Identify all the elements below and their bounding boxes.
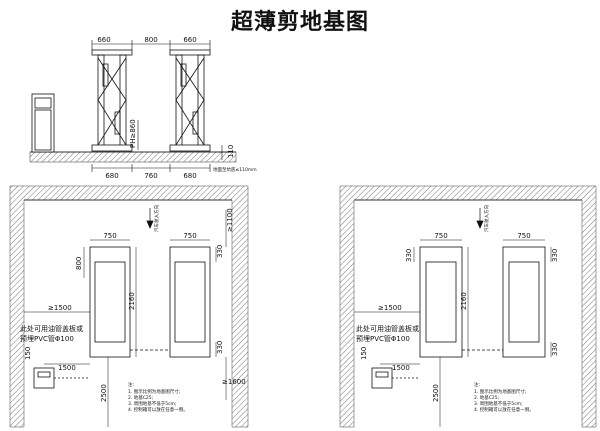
right-control-box	[371, 367, 393, 389]
plan-left-depth-top: 330	[216, 245, 224, 258]
plan-right-note-2: 2. 地基C25;	[474, 394, 499, 401]
elev-right-dim: 110	[227, 145, 235, 158]
plan-left-note-3: 3. 周围地基不低于5cm;	[128, 400, 176, 407]
left-pit-inner	[94, 261, 126, 343]
plan-right-note-3: 3. 周围地基不低于5cm;	[474, 400, 522, 407]
ground-strip	[29, 151, 237, 163]
plan-right-note-4: 4. 控制箱可以放在任意一侧。	[474, 406, 534, 413]
plan-left-depth-bottom: 330	[216, 341, 224, 354]
plan-left-labels: 750 750 330 330 800 2160 ≥1100 ≥1600 ≥15…	[20, 205, 246, 413]
plan-left-bottom-right: ≥1600	[222, 378, 246, 386]
right-lift-column	[169, 49, 211, 152]
right-plan-left-pit-outer	[419, 246, 463, 358]
elev-top-dim-2: 800	[144, 36, 157, 44]
elev-top-dim-1: 660	[97, 36, 110, 44]
control-cabinet	[31, 93, 55, 153]
plan-right-gap: ≥1500	[378, 304, 402, 312]
plan-right-notes-title: 注:	[474, 381, 480, 388]
plan-left-pipe-note-1: 此处可用油管盖板或	[20, 324, 83, 333]
plan-right-bottom-dim: 1500	[392, 364, 410, 372]
elevation-view	[29, 40, 237, 172]
plan-left-bottom-dim: 1500	[58, 364, 76, 372]
plan-right-box-dim: 150	[360, 347, 368, 360]
drawing-title: 超薄剪地基图	[230, 9, 369, 35]
right-plan-left-pit-inner	[425, 261, 457, 343]
elev-height-label: PH≥860	[129, 119, 137, 148]
elev-bottom-dim-3: 680	[183, 172, 196, 180]
plan-right: 750 750 330 330 330 2160 ≥1500 汽车驶入方向 此处…	[339, 185, 597, 428]
plan-right-pipe-note-2: 预埋PVC管Φ100	[356, 334, 410, 343]
plan-right-depth-top: 330	[551, 249, 559, 262]
plan-left-width-left: 750	[103, 232, 116, 240]
left-control-box	[33, 367, 55, 389]
plan-right-bottom-height: 2500	[432, 384, 440, 402]
left-pit-outer	[89, 246, 131, 358]
plan-right-note-1: 1. 图示比例为地基图尺寸;	[474, 388, 526, 395]
plan-left-center-length: 2160	[128, 292, 136, 310]
right-pit-outer	[169, 246, 211, 358]
elev-bottom-dim-2: 760	[144, 172, 157, 180]
right-pit-inner	[174, 261, 206, 343]
plan-left-notes-title: 注:	[128, 381, 134, 388]
plan-right-arrow-label: 汽车驶入方向	[483, 205, 490, 232]
plan-left-box-dim: 150	[24, 347, 32, 360]
plan-left-width-right: 750	[183, 232, 196, 240]
plan-left-note-4: 4. 控制箱可以放在任意一侧。	[128, 406, 188, 413]
plan-left-note-1: 1. 图示比例为地基图尺寸;	[128, 388, 180, 395]
plan-right-width-left: 750	[434, 232, 447, 240]
right-plan-right-pit-outer	[502, 246, 546, 358]
plan-left: 750 750 330 330 800 2160 ≥1100 ≥1600 ≥15…	[9, 185, 249, 428]
plan-left-top-right: ≥1100	[226, 208, 234, 232]
elev-bottom-dim-1: 680	[105, 172, 118, 180]
plan-left-arrow-label: 汽车驶入方向	[153, 205, 160, 232]
elevation-labels: 660 800 660 680 760 680 PH≥860 110 地面至坑底…	[97, 36, 256, 180]
plan-right-pipe-note-1: 此处可用油管盖板或	[356, 324, 419, 333]
plan-left-pipe-note-2: 预埋PVC管Φ100	[20, 334, 74, 343]
elev-ground-label: 地面至坑底≤110mm	[213, 166, 257, 173]
plan-left-bottom-height: 2500	[100, 384, 108, 402]
left-lift-column	[91, 49, 133, 152]
plan-left-gap: ≥1500	[48, 304, 72, 312]
plan-right-width-right: 750	[517, 232, 530, 240]
plan-right-side-dim: 330	[405, 249, 413, 262]
elev-top-dim-3: 660	[183, 36, 196, 44]
plan-right-depth-bottom: 330	[551, 343, 559, 356]
plan-left-note-2: 2. 地基C25;	[128, 394, 153, 401]
plan-right-center-length: 2160	[460, 292, 468, 310]
plan-right-labels: 750 750 330 330 330 2160 ≥1500 汽车驶入方向 此处…	[356, 205, 559, 413]
right-plan-right-pit-inner	[508, 261, 540, 343]
plan-left-side-dim: 800	[75, 257, 83, 270]
